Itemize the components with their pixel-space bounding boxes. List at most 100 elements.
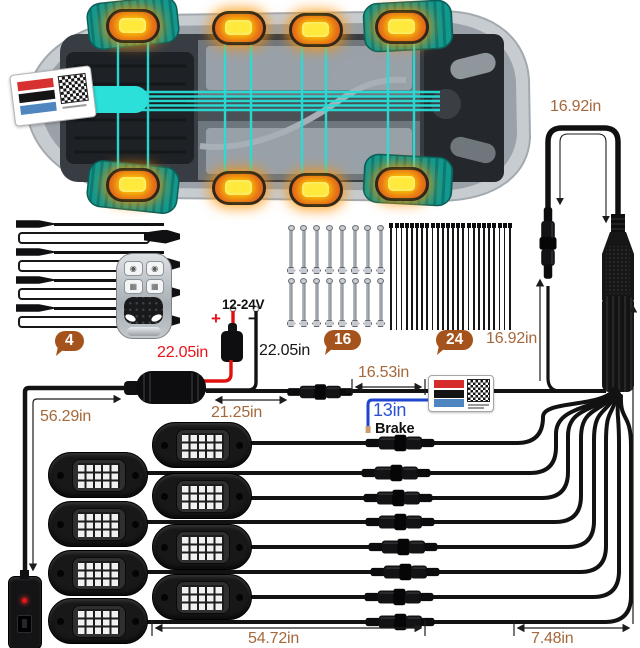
dim-harness-loop: 16.92in	[550, 98, 602, 115]
remote-button-icon: ▦	[124, 279, 143, 294]
zip-tie	[399, 223, 404, 331]
cable-wire	[54, 250, 164, 254]
light-glow	[225, 180, 252, 195]
mounting-screw	[311, 225, 322, 275]
zip-tie	[456, 223, 461, 331]
mounting-screw	[286, 278, 296, 328]
label-black-stripe	[18, 89, 56, 104]
rock-light-mid-left-bottom	[212, 171, 266, 205]
zip-tie	[451, 223, 456, 331]
pod-column-outer	[48, 452, 148, 648]
led-rock-light-pod	[48, 549, 148, 596]
controller-fine-print	[468, 404, 489, 406]
light-glow	[302, 182, 329, 197]
rock-light-mid-right-top	[289, 13, 343, 47]
pod-led-grid	[78, 560, 120, 586]
remote-button-icon: ◉	[145, 261, 164, 276]
pod-led-grid	[182, 534, 224, 560]
power-harness	[22, 305, 606, 578]
cable-plug-icon	[16, 304, 58, 312]
negative-terminal-label: −	[248, 309, 258, 328]
led-rock-light-pod	[152, 472, 252, 519]
dim-bottom-short: 7.48in	[531, 630, 574, 647]
inline-connectors	[361, 434, 440, 631]
zip-tie	[502, 223, 507, 331]
light-glow	[225, 20, 252, 35]
voltage-label: 12-24V	[222, 297, 265, 312]
label-fine-print	[62, 104, 87, 109]
zip-tie	[446, 223, 451, 331]
dim-black-wire: 22.05in	[259, 342, 311, 359]
rock-light-mid-left-top	[212, 11, 266, 45]
light-glow	[388, 176, 415, 191]
qty-badge-cables: 4	[55, 331, 84, 351]
cable-plug-icon	[16, 248, 58, 256]
screw-row	[286, 225, 396, 277]
zip-tie	[461, 223, 466, 331]
mounting-screw	[362, 278, 373, 328]
switch-wire-neck	[20, 570, 29, 579]
qty-badge-zipties: 24	[436, 330, 474, 350]
cable-loop	[18, 232, 150, 244]
led-rock-light-pod	[48, 598, 148, 645]
led-rock-light-pod	[48, 452, 148, 498]
zip-tie	[430, 223, 435, 331]
zip-tie	[476, 223, 482, 331]
zip-tie	[425, 223, 430, 331]
dimension-lines	[28, 278, 638, 636]
mounting-screw	[311, 278, 322, 328]
rock-light-rear-right-bottom	[375, 167, 429, 201]
zip-tie	[409, 223, 415, 331]
led-rock-light-pod	[152, 574, 252, 621]
dim-brake-wire: 13in	[373, 400, 407, 420]
pod-column-inner	[152, 422, 252, 632]
zip-tie	[389, 223, 394, 331]
zip-ties	[389, 223, 517, 333]
rock-light-front-left-top	[106, 9, 160, 43]
mounting-screw	[375, 225, 386, 275]
mounting-screw	[350, 278, 360, 328]
screw-row	[286, 278, 396, 330]
zip-tie	[507, 223, 512, 331]
pod-led-grid	[182, 433, 224, 458]
zip-tie	[404, 223, 409, 331]
zip-tie	[440, 223, 446, 331]
mounting-screw	[298, 225, 309, 275]
brake-label: Brake	[375, 421, 415, 437]
car-controller-label	[9, 65, 97, 127]
light-glow	[119, 18, 146, 33]
qr-code	[57, 72, 89, 105]
led-rock-light-pod	[152, 523, 252, 570]
extension-cable	[16, 219, 184, 245]
rf-remote: ◉ ◉ ▦ ▦	[116, 253, 172, 339]
harness-loop	[539, 125, 634, 393]
controller-red-stripe	[434, 380, 464, 388]
dim-bottom-long: 54.72in	[248, 630, 300, 647]
controller-fine-print	[468, 407, 484, 409]
pod-led-grid	[78, 609, 120, 635]
remote-buttons: ◉ ◉ ▦ ▦	[124, 261, 164, 294]
rock-light-mid-right-bottom	[289, 173, 343, 207]
remote-button-icon: ▦	[145, 279, 164, 294]
cable-wire	[54, 222, 164, 226]
cable-wire	[54, 306, 164, 310]
cable-wire	[54, 278, 164, 282]
switch-indicator-led	[22, 598, 27, 603]
zip-tie	[466, 223, 471, 331]
pod-led-grid	[182, 585, 224, 611]
zip-tie	[482, 223, 487, 331]
zip-tie	[420, 223, 425, 331]
mounting-screw	[286, 225, 296, 275]
qr-code	[467, 379, 490, 402]
dim-switch-lead: 56.29in	[40, 408, 92, 425]
light-glow	[302, 22, 329, 37]
zip-tie	[492, 223, 497, 331]
dim-controller-lead: 16.53in	[358, 364, 410, 381]
cable-plug-icon	[144, 229, 180, 244]
zip-tie	[471, 223, 476, 331]
label-blue-stripe	[19, 101, 57, 116]
mounting-screw	[298, 278, 309, 328]
mounting-screw	[324, 278, 335, 328]
zip-tie	[435, 223, 440, 331]
